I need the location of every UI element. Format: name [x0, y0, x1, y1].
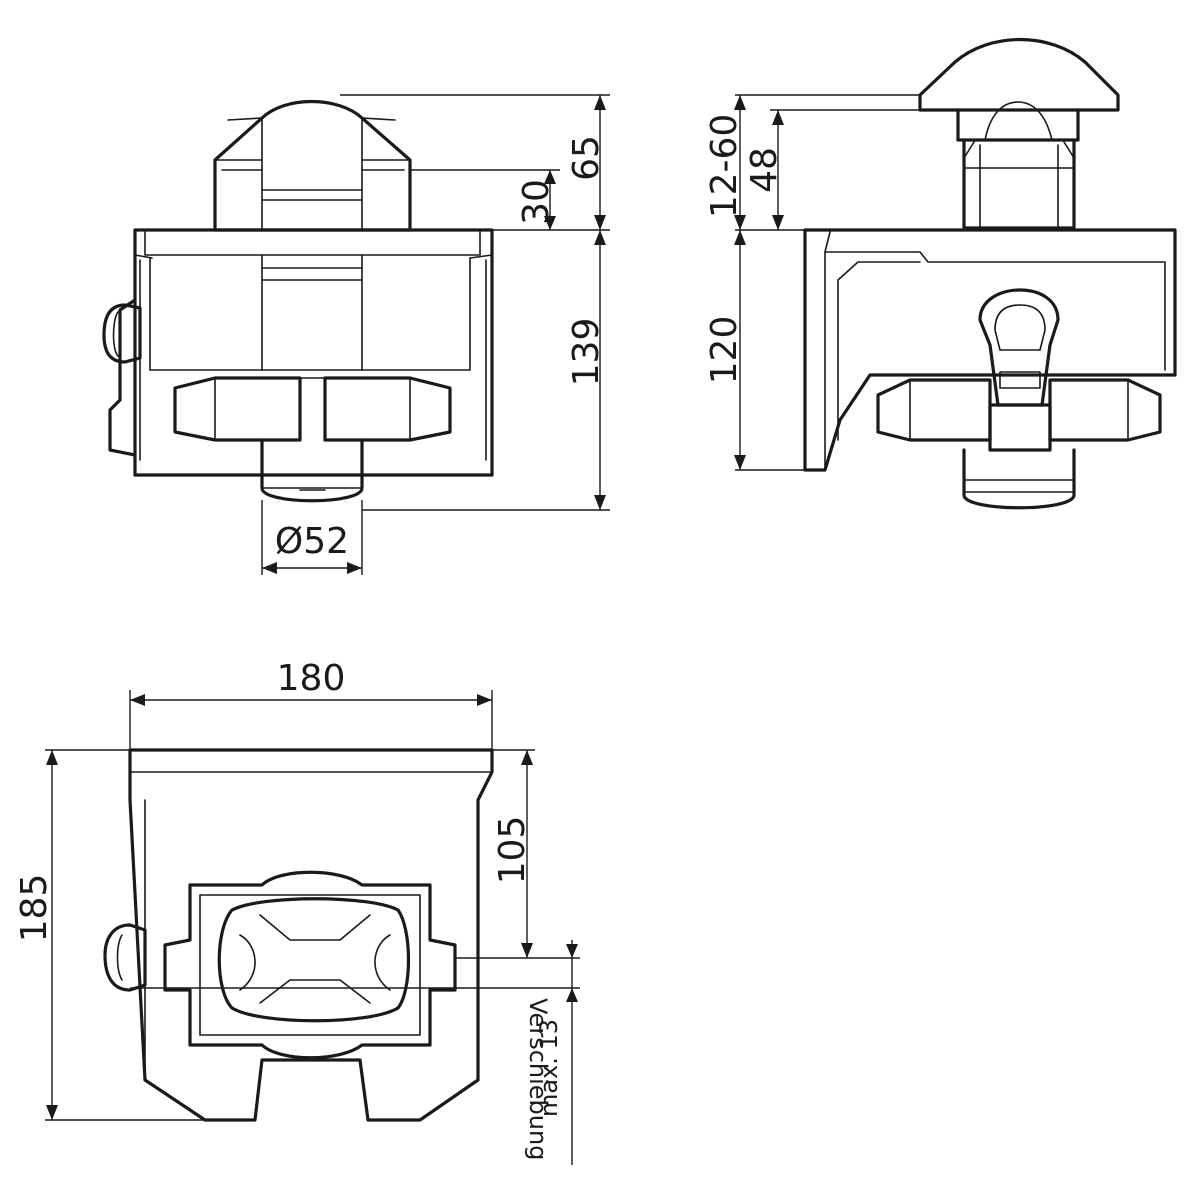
dim-180: 180	[277, 658, 346, 699]
dim-120: 120	[704, 316, 745, 385]
side-view: 12-60 48 120	[704, 38, 1177, 510]
top-view: 180 185 105 Verschiebung max. 13	[14, 658, 580, 1165]
front-view: 65 30 139 Ø52	[102, 94, 610, 575]
dim-139: 139	[566, 318, 607, 387]
dim-65: 65	[566, 135, 607, 181]
note-max-13: max. 13	[535, 1019, 563, 1117]
dim-30: 30	[516, 179, 557, 225]
dim-12-60: 12-60	[704, 114, 745, 219]
dim-diameter-52: Ø52	[275, 521, 349, 562]
dim-185: 185	[14, 874, 55, 943]
note-verschiebung: Verschiebung	[524, 998, 552, 1160]
dim-48: 48	[744, 147, 785, 193]
dim-105: 105	[492, 816, 533, 885]
